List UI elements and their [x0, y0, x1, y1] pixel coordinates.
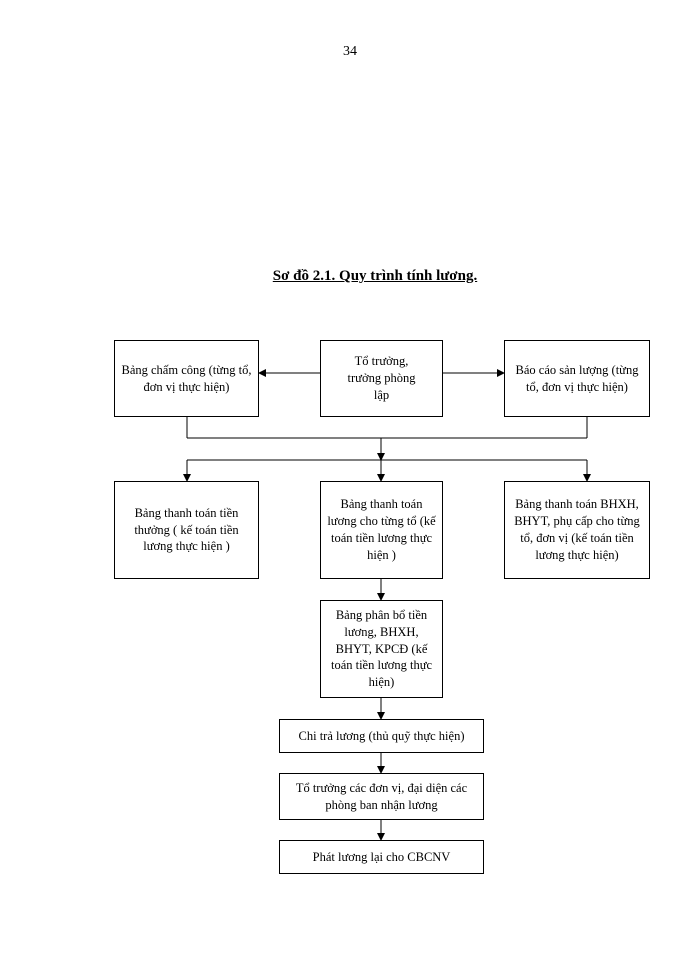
- box-output-report: Báo cáo sản lượng (từng tổ, đơn vị thực …: [504, 340, 650, 417]
- diagram-title: Sơ đồ 2.1. Quy trình tính lương.: [272, 268, 478, 284]
- box-timesheet: Bảng chấm công (từng tổ, đơn vị thực hiệ…: [114, 340, 259, 417]
- box-salary-payment: Bảng thanh toán lương cho từng tổ (kế to…: [320, 481, 443, 579]
- page-number: 34: [343, 44, 357, 59]
- box-cashier-pay: Chi trả lương (thủ quỹ thực hiện): [279, 719, 484, 753]
- box-bonus-payment: Bảng thanh toán tiền thưởng ( kế toán ti…: [114, 481, 259, 579]
- box-units-receive: Tổ trưởng các đơn vị, đại diện các phòng…: [279, 773, 484, 820]
- box-redistribute: Phát lương lại cho CBCNV: [279, 840, 484, 874]
- box-team-leader: Tổ trưởng, trưởng phòng lập: [320, 340, 443, 417]
- box-insurance-payment: Bảng thanh toán BHXH, BHYT, phụ cấp cho …: [504, 481, 650, 579]
- box-allocation: Bảng phân bổ tiền lương, BHXH, BHYT, KPC…: [320, 600, 443, 698]
